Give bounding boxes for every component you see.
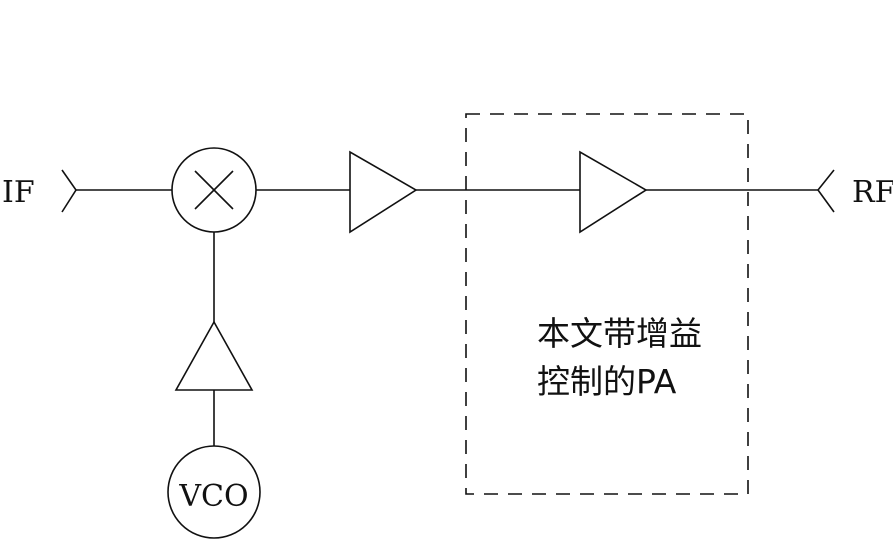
lo-amplifier-triangle — [174, 320, 254, 391]
pa-dashed-block — [465, 113, 749, 495]
pa-block-caption-line2: 控制的PA — [537, 362, 677, 401]
pa-amplifier-triangle — [579, 150, 648, 234]
vco-label: VCO — [178, 479, 248, 514]
driver-amplifier-triangle — [349, 150, 418, 234]
rf-port-label: RF — [852, 175, 893, 210]
pa-block-caption-line1: 本文带增益 — [537, 314, 702, 353]
mixer-cross-b — [194, 170, 234, 210]
vco-circle — [167, 445, 261, 539]
rf-port-arrow — [816, 169, 835, 213]
if-port-arrow — [61, 169, 77, 213]
if-port-label: IF — [2, 175, 35, 210]
